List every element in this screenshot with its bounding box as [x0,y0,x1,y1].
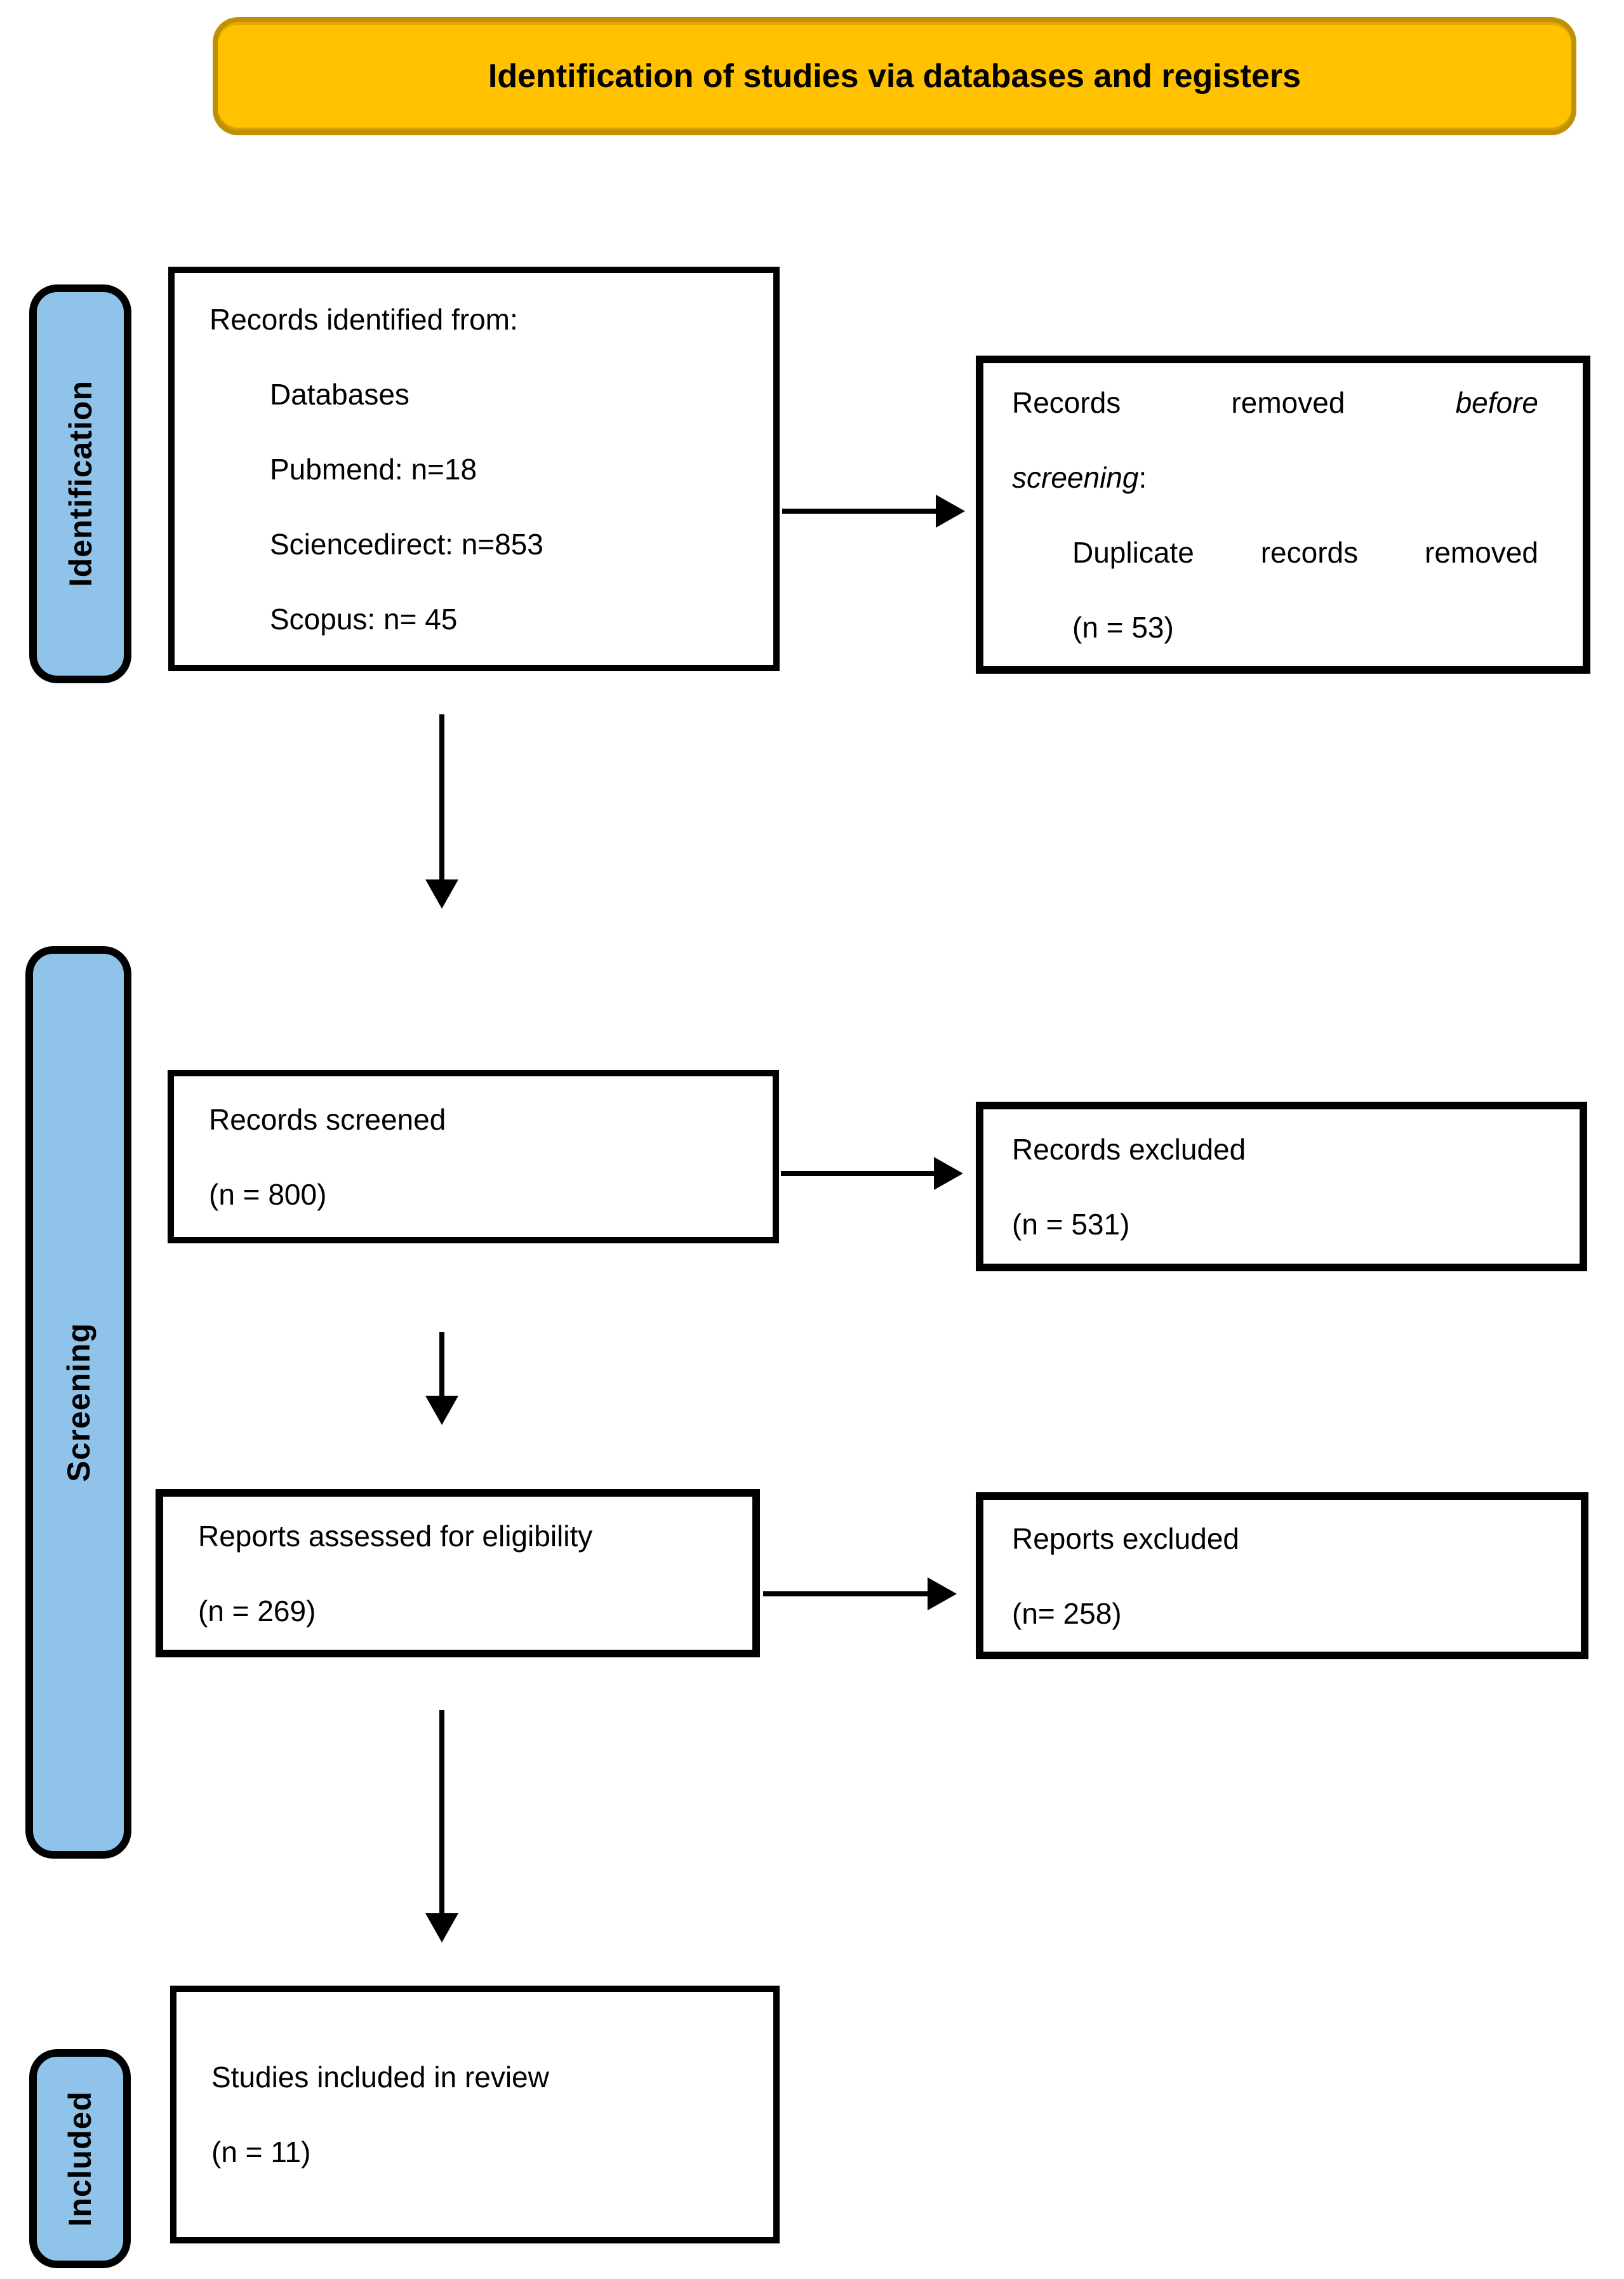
stage-label-screening-text: Screening [60,1323,97,1482]
arrow-screened-to-excluded-line [781,1171,935,1176]
arrow-assessed-to-excluded-line [763,1591,928,1596]
stage-label-included: Included [29,2049,131,2268]
box-records-identified: Records identified from: Databases Pubme… [168,267,780,671]
box-records-excluded: Records excluded (n = 531) [976,1102,1587,1271]
records-removed-count: (n = 53) [1072,610,1174,644]
records-excluded-count: (n = 531) [1012,1207,1130,1241]
arrow-identified-to-removed-line [782,509,936,514]
records-identified-item-databases: Databases [270,377,409,411]
studies-included-title: Studies included in review [211,2061,549,2094]
box-studies-included: Studies included in review (n = 11) [170,1986,780,2243]
records-removed-line1-normal: Records removed [1012,385,1345,419]
records-removed-line1: Records removed before [1012,365,1538,440]
records-removed-item: Duplicate records removed [1072,535,1538,569]
studies-included-count: (n = 11) [211,2135,311,2169]
stage-label-identification: Identification [29,284,131,683]
banner: Identification of studies via databases … [213,17,1576,135]
records-identified-item-pubmed: Pubmend: n=18 [270,452,477,486]
reports-excluded-count: (n= 258) [1012,1596,1122,1630]
reports-assessed-title: Reports assessed for eligibility [198,1519,593,1553]
arrow-screened-to-assessed-line [439,1332,444,1397]
arrow-assessed-to-included-line [439,1710,444,1915]
records-screened-title: Records screened [209,1102,446,1136]
records-removed-line2: screening: [1012,440,1538,515]
records-removed-line2-colon: : [1138,460,1147,494]
stage-label-identification-text: Identification [62,380,98,587]
box-reports-excluded: Reports excluded (n= 258) [976,1492,1588,1659]
arrow-screened-to-excluded-head [934,1157,963,1190]
records-identified-title: Records identified from: [210,302,518,336]
reports-assessed-count: (n = 269) [198,1594,316,1627]
box-records-screened: Records screened (n = 800) [168,1070,779,1243]
arrow-assessed-to-excluded-head [928,1577,957,1610]
arrow-identified-to-screened-line [439,714,444,881]
records-identified-item-scopus: Scopus: n= 45 [270,602,458,636]
box-records-removed: Records removed before screening: Duplic… [976,356,1590,674]
records-screened-count: (n = 800) [209,1177,327,1211]
arrow-screened-to-assessed-head [425,1396,458,1425]
records-identified-item-sciencedirect: Sciencedirect: n=853 [270,527,543,561]
stage-label-screening: Screening [25,946,131,1859]
arrow-identified-to-screened-head [425,879,458,909]
reports-excluded-title: Reports excluded [1012,1521,1239,1555]
records-removed-line2-italic: screening [1012,460,1139,494]
records-excluded-title: Records excluded [1012,1132,1246,1166]
box-reports-assessed: Reports assessed for eligibility (n = 26… [156,1489,760,1657]
records-removed-line1-italic: before [1455,385,1538,419]
arrow-assessed-to-included-head [425,1913,458,1942]
banner-title: Identification of studies via databases … [488,58,1301,95]
arrow-identified-to-removed-head [936,495,965,528]
stage-label-included-text: Included [62,2090,98,2227]
